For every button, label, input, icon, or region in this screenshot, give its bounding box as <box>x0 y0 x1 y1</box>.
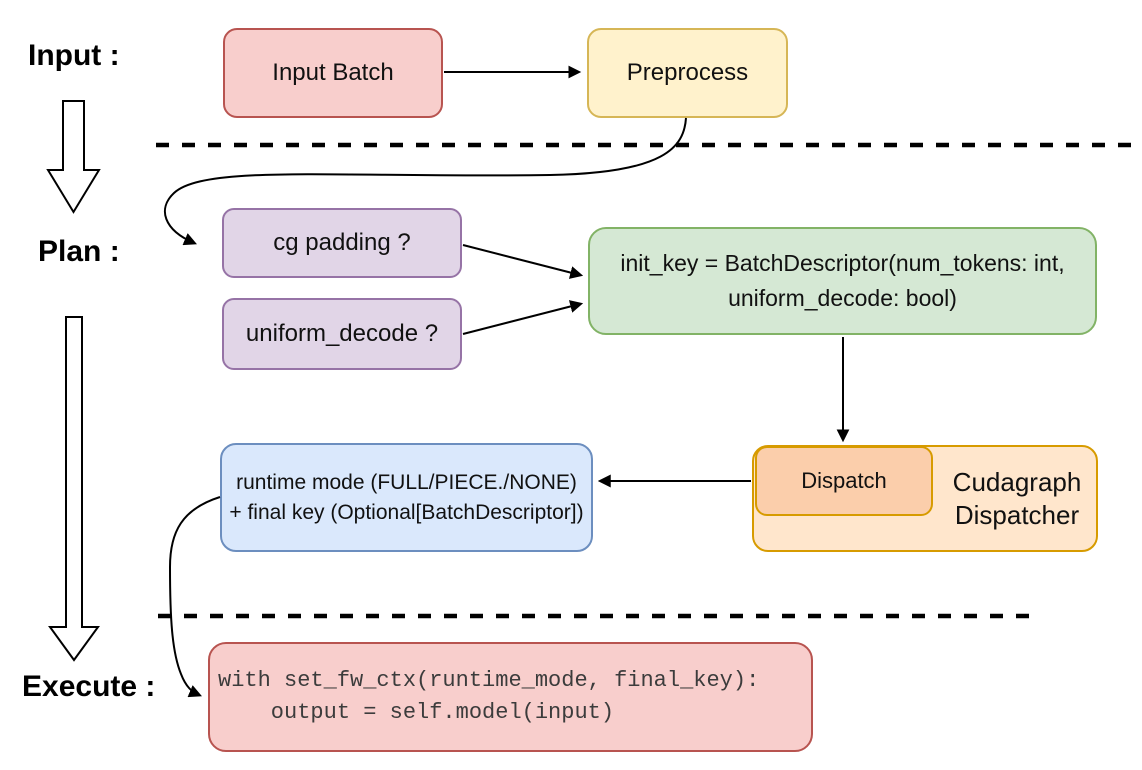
init-key-node: init_key = BatchDescriptor(num_tokens: i… <box>588 227 1097 335</box>
uniform-decode-node: uniform_decode ? <box>222 298 462 370</box>
input-batch-label: Input Batch <box>272 59 394 86</box>
execute-code-node: with set_fw_ctx(runtime_mode, final_key)… <box>208 642 813 752</box>
stage-label-plan: Plan : <box>38 235 120 268</box>
preprocess-label: Preprocess <box>626 59 749 86</box>
arrow-cgpadding-to-initkey <box>462 244 584 279</box>
init-key-line1: init_key = BatchDescriptor(num_tokens: i… <box>620 250 1065 276</box>
uniform-decode-label: uniform_decode ? <box>245 320 439 347</box>
runtime-mode-line2: + final key (Optional[BatchDescriptor]) <box>229 500 584 524</box>
input-batch-node: Input Batch <box>223 28 443 118</box>
cudagraph-dispatcher-line1: Cudagraph <box>952 466 1082 497</box>
cg-padding-label: cg padding ? <box>273 229 411 256</box>
preprocess-node: Preprocess <box>587 28 788 118</box>
init-key-line2: uniform_decode: bool) <box>728 285 957 311</box>
execute-code-line2: output = self.model(input) <box>218 700 615 725</box>
stage-label-input: Input : <box>28 39 120 72</box>
dispatch-node: Dispatch <box>755 446 933 516</box>
cudagraph-dispatcher-label: Cudagraph Dispatcher <box>934 447 1100 550</box>
runtime-mode-line1: runtime mode (FULL/PIECE./NONE) <box>236 470 577 494</box>
input-to-plan-block-arrow <box>46 100 101 214</box>
execute-code-line1: with set_fw_ctx(runtime_mode, final_key)… <box>218 668 760 693</box>
plan-to-execute-block-arrow <box>48 316 100 662</box>
dispatch-label: Dispatch <box>801 468 887 493</box>
runtime-mode-node: runtime mode (FULL/PIECE./NONE) + final … <box>220 443 593 552</box>
cg-padding-node: cg padding ? <box>222 208 462 278</box>
stage-label-execute: Execute : <box>22 670 156 703</box>
arrow-uniformdecode-to-initkey <box>462 300 584 335</box>
cudagraph-dispatcher-line2: Dispatcher <box>954 499 1080 530</box>
